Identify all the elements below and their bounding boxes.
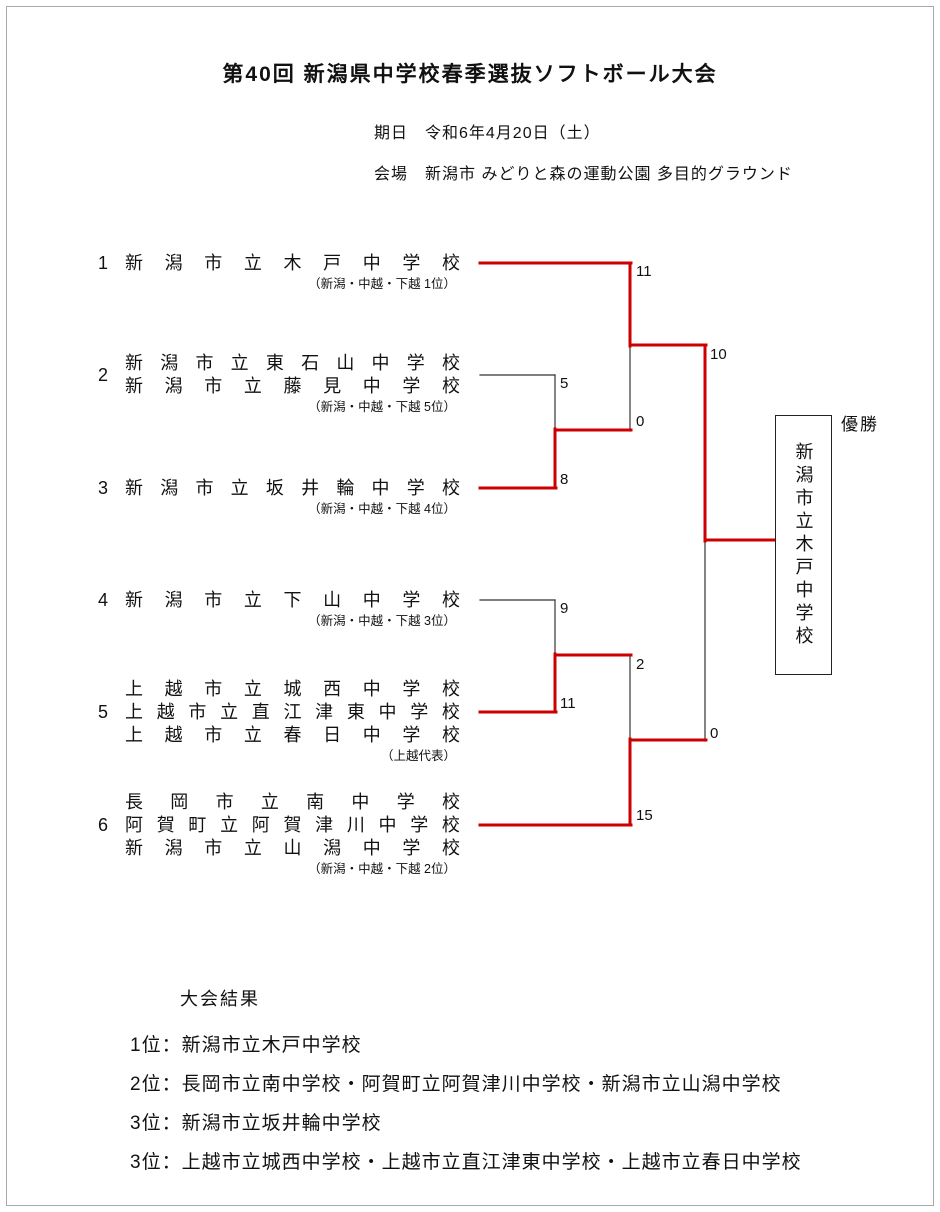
result-item: 2位：長岡市立南中学校・阿賀町立阿賀津川中学校・新潟市立山潟中学校: [130, 1074, 782, 1095]
page-title: 第40回 新潟県中学校春季選抜ソフトボール大会: [222, 63, 718, 86]
bracket-entry: 上越市立城西中学校 上越市立直江津東中学校 上越市立春日中学校 （上越代表）: [125, 678, 460, 764]
team-name: 新潟市立東石山中学校: [125, 353, 460, 373]
entry-seed-note: （上越代表）: [380, 749, 456, 763]
team-name: 新潟市立木戸中学校: [125, 253, 460, 273]
bracket-entry: 新潟市立下山中学校 （新潟・中越・下越 3位）: [125, 589, 460, 629]
entry-seed: 3: [97, 478, 108, 498]
score-semifinal2-winner-final: 0: [710, 725, 719, 742]
champion-box: 新潟市立木戸中学校: [775, 415, 832, 675]
entry-seed: 1: [97, 253, 108, 273]
entry-seed: 2: [97, 365, 108, 385]
results-heading: 大会結果: [180, 989, 260, 1009]
result-item: 3位：新潟市立坂井輪中学校: [130, 1113, 382, 1134]
score-round1A-winner-semifinal: 0: [636, 413, 645, 430]
entry-seed: 4: [97, 590, 108, 610]
team-name: 上越市立城西中学校: [125, 679, 460, 699]
score-entry6-semifinal: 15: [636, 807, 653, 824]
team-name: 新潟市立山潟中学校: [125, 838, 460, 858]
score-round1B-winner-semifinal: 2: [636, 656, 645, 673]
team-name: 新潟市立藤見中学校: [125, 376, 460, 396]
team-name: 阿賀町立阿賀津川中学校: [125, 815, 460, 835]
champion-label: 優勝: [841, 415, 879, 434]
team-name: 長岡市立南中学校: [125, 792, 460, 812]
score-entry4-round1: 9: [560, 600, 569, 617]
entry-seed-note: （新潟・中越・下越 5位）: [308, 400, 456, 414]
event-venue: 会場 新潟市 みどりと森の運動公園 多目的グラウンド: [374, 166, 793, 183]
result-item: 1位：新潟市立木戸中学校: [130, 1035, 362, 1056]
team-name: 新潟市立坂井輪中学校: [125, 478, 460, 498]
champion-team: 新潟市立木戸中学校: [793, 441, 814, 649]
entry-seed-note: （新潟・中越・下越 4位）: [308, 502, 456, 516]
score-entry3-round1: 8: [560, 471, 569, 488]
team-name: 新潟市立下山中学校: [125, 590, 460, 610]
entry-seed-note: （新潟・中越・下越 3位）: [308, 614, 456, 628]
score-entry1-semifinal: 11: [636, 263, 652, 280]
bracket-entry: 長岡市立南中学校 阿賀町立阿賀津川中学校 新潟市立山潟中学校 （新潟・中越・下越…: [125, 791, 460, 877]
result-item: 3位：上越市立城西中学校・上越市立直江津東中学校・上越市立春日中学校: [130, 1152, 802, 1173]
entry-seed-note: （新潟・中越・下越 2位）: [308, 862, 456, 876]
entry-seed: 5: [97, 702, 108, 722]
score-entry5-round1: 11: [560, 695, 576, 712]
team-name: 上越市立春日中学校: [125, 725, 460, 745]
bracket-entry: 新潟市立東石山中学校 新潟市立藤見中学校 （新潟・中越・下越 5位）: [125, 352, 460, 415]
bracket-entry: 新潟市立木戸中学校 （新潟・中越・下越 1位）: [125, 252, 460, 292]
entry-seed-note: （新潟・中越・下越 1位）: [308, 277, 456, 291]
score-semifinal1-winner-final: 10: [710, 346, 727, 363]
bracket-entry: 新潟市立坂井輪中学校 （新潟・中越・下越 4位）: [125, 477, 460, 517]
score-entry2-round1: 5: [560, 375, 569, 392]
entry-seed: 6: [97, 815, 108, 835]
team-name: 上越市立直江津東中学校: [125, 702, 460, 722]
event-date: 期日 令和6年4月20日（土）: [374, 125, 601, 142]
